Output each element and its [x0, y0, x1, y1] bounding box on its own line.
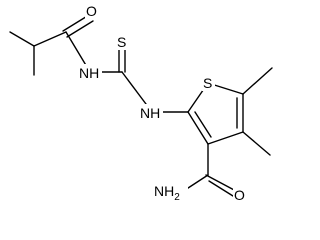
- atom-o-amide: O: [234, 187, 245, 203]
- bond-carbonyl-double-b: [66, 20, 94, 38]
- molecule-structure: O NH S NH S NH2 O: [9, 2, 273, 203]
- atom-s-ring: S: [203, 75, 212, 91]
- bond-methyl-c4: [242, 131, 271, 156]
- bond-isopropyl-methyl-upper: [9, 31, 35, 47]
- bond-ring-c4-c3: [207, 131, 244, 145]
- bond-amide-c-to-n: [184, 174, 209, 191]
- bond-isopropyl-to-carbonyl: [33, 31, 67, 47]
- atom-nh2: NH2: [154, 183, 180, 203]
- atom-nh2-main: NH: [154, 183, 174, 199]
- bond-amide-double-a: [205, 174, 237, 192]
- atom-nh2-subscript: 2: [174, 192, 180, 203]
- bond-ring-c3-c2-inner: [194, 111, 212, 138]
- atom-s-thione: S: [117, 34, 126, 50]
- bond-amide-double-b: [208, 180, 234, 197]
- bond-ring-c3-c2: [187, 111, 209, 145]
- atom-labels: O NH S NH S NH2 O: [78, 2, 247, 203]
- atom-nh-amide: NH: [79, 65, 99, 81]
- atom-o-carbonyl: O: [86, 3, 97, 19]
- bond-carbonyl-double-a: [62, 14, 90, 32]
- atom-nh-thiourea: NH: [140, 105, 160, 121]
- bond-methyl-c5: [242, 67, 273, 95]
